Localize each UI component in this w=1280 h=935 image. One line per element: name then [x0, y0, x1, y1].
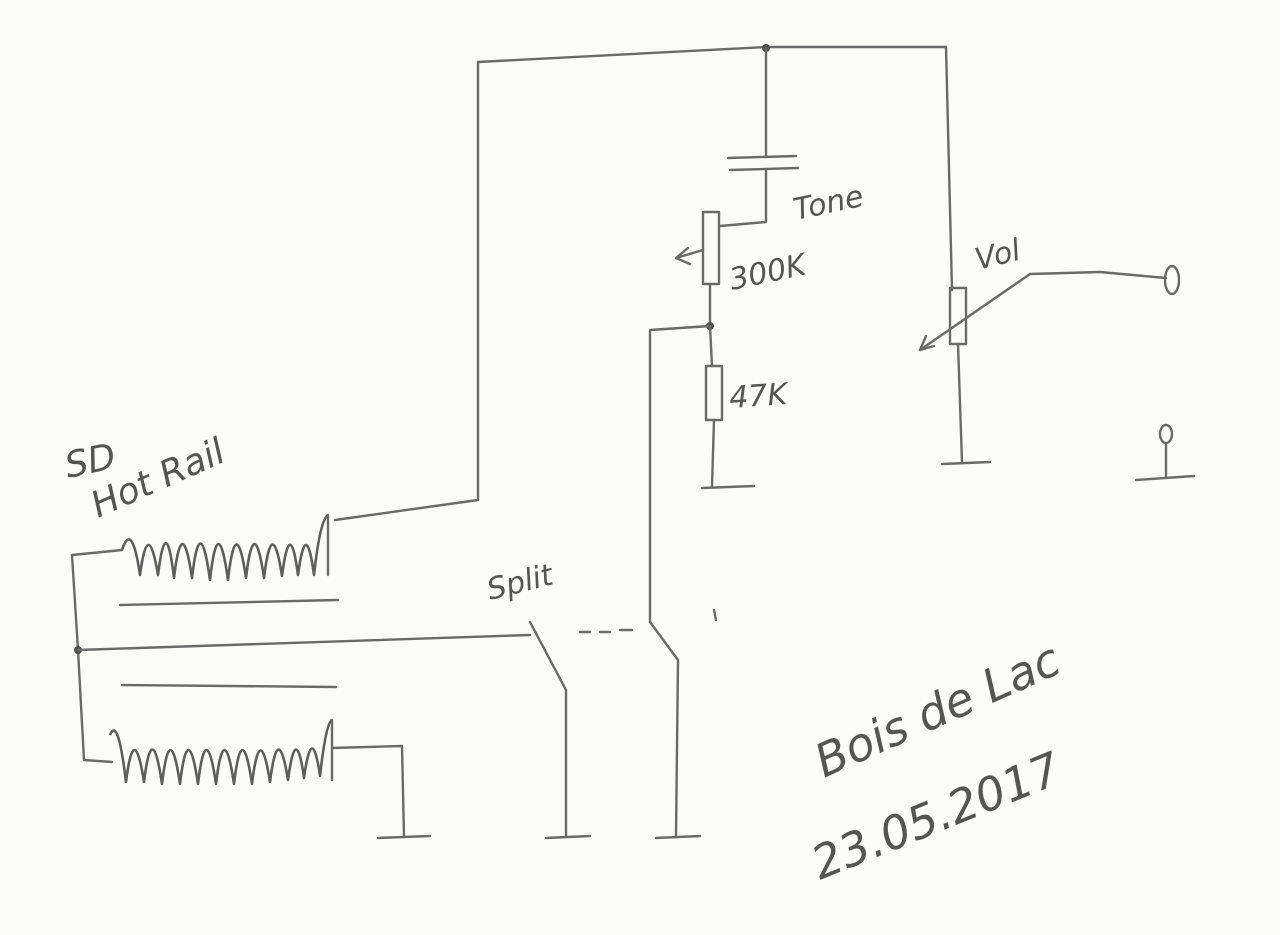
pickup-pole-bar-lower	[120, 683, 338, 689]
volume-label: Vol	[971, 233, 1024, 278]
switch-linkage	[578, 628, 634, 634]
output-jack-sleeve	[1158, 423, 1174, 445]
output-jack-tip	[1163, 264, 1181, 296]
split-switch-label: Split	[483, 557, 557, 607]
tone-pot	[674, 210, 721, 330]
pickup-coil-lower	[82, 683, 338, 786]
ground-symbol-switch-a	[544, 834, 592, 840]
tone-capacitor	[718, 46, 800, 228]
resistor-value-label: 47K	[728, 377, 790, 416]
pickup-pole-bar-upper	[118, 598, 340, 607]
ground-symbol-pickup	[376, 834, 432, 840]
lower-coil-ground	[330, 744, 432, 840]
output-jack	[1028, 264, 1196, 482]
ground-symbol-switch-b	[654, 834, 702, 840]
resistor-47k	[700, 324, 756, 490]
ground-symbol-volume	[940, 460, 992, 466]
coil-center-tap	[70, 553, 532, 762]
volume-pot	[918, 45, 1032, 466]
pickup-coil-upper	[70, 513, 340, 607]
top-bus-wire	[333, 44, 948, 522]
tone-pot-value-label: 300K	[726, 247, 811, 298]
split-switch	[528, 608, 718, 840]
ground-symbol-jack	[1134, 474, 1196, 482]
tone-label: Tone	[790, 179, 866, 228]
ground-symbol-resistor	[700, 484, 756, 490]
tone-to-switch-wire	[648, 324, 712, 624]
